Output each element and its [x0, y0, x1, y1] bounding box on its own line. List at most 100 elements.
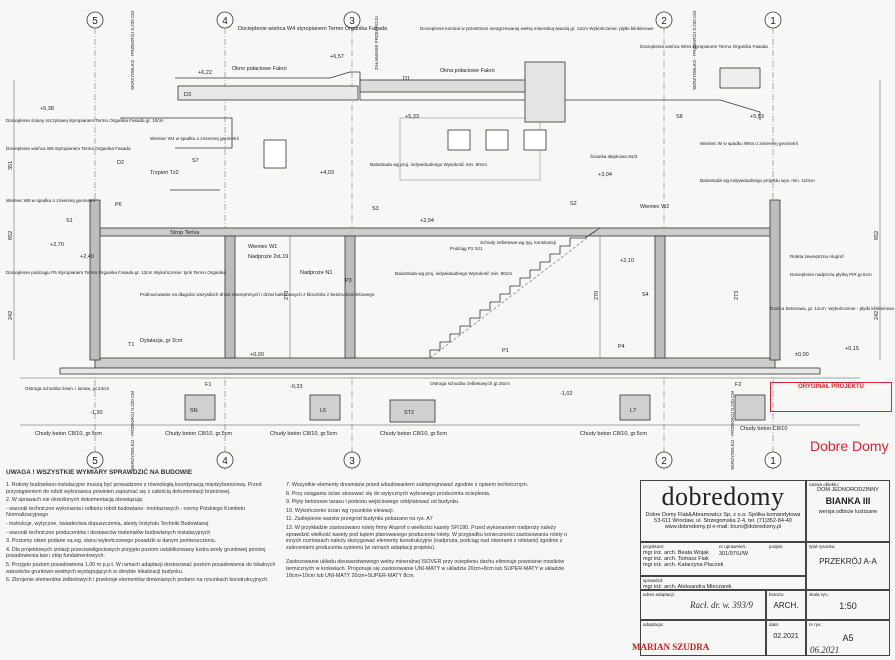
- level-marker: +4,03: [320, 170, 334, 176]
- level-marker: +0,15: [845, 346, 859, 352]
- level-marker: +2,94: [420, 218, 434, 224]
- handwritten-name: MARIAN SZUDRA: [632, 642, 710, 652]
- object-type: DOM JEDNORODZINNY: [817, 487, 879, 493]
- sheet-cell: nr rys.: A5: [806, 620, 890, 656]
- label-stairs-pole: Ścianka słupkowa Ss/3: [590, 152, 638, 159]
- object-variant: wersja odbicie lustrzane: [818, 509, 878, 515]
- label-skrzydelko-4: SKRZYDEŁKO - PRZEKRÓJ 0.220 CM: [729, 391, 735, 470]
- brand-cell: dobredomy Dobre Domy Flak&Abramowicz Sp.…: [640, 480, 806, 542]
- dimension: 351: [8, 161, 14, 170]
- element-tag: L7: [630, 408, 636, 414]
- level-marker: +6,57: [330, 54, 344, 60]
- adaptation-cell: adaptacja:: [640, 620, 766, 656]
- level-marker: +2,40: [80, 254, 94, 260]
- drawing-title-cell: tytuł rysunku: PRZEKRÓJ A-A: [806, 542, 890, 590]
- label-window-sill: Donica betonowa, gr. 12cm. Wykończenie -…: [770, 306, 894, 311]
- date-cell: data: 02.2021: [766, 620, 806, 656]
- dimension: 242: [874, 311, 880, 320]
- scale-cell: skala rys.: 1:50: [806, 590, 890, 620]
- handwritten-date: 06.2021: [810, 645, 840, 655]
- label-chimney: Docieplenie komina w przestrzeni nieogrz…: [420, 26, 654, 31]
- level-marker: +0,00: [250, 352, 264, 358]
- section-drawing: 5 4 3 2 1 5 4 3 2 1: [6, 10, 895, 470]
- copyright-stamp: Dobre Domy: [810, 438, 889, 454]
- label-chudy-1: Chudy beton C8/10, gr.5cm: [35, 431, 102, 437]
- label-chudy-5: Chudy beton C8/10, gr.5cm: [580, 431, 647, 437]
- axis-label: 4: [222, 456, 228, 467]
- element-tag: P1: [502, 348, 509, 354]
- sign-label: podpis:: [769, 544, 784, 549]
- axis-label: 2: [661, 16, 667, 27]
- element-tag: F1: [205, 382, 211, 388]
- level-marker: -1,30: [90, 410, 103, 416]
- element-tag: SN: [190, 408, 198, 414]
- handwritten-number: Racł. dr. w. 393/9: [690, 600, 753, 610]
- date-value: 02.2021: [773, 633, 799, 640]
- element-tag: T1: [128, 342, 134, 348]
- label-parapet: Docieplenie nadproża płytką PIR gr.6cm: [790, 272, 872, 277]
- note-item: 4. Dla projektowych izolacji przeciwwilg…: [6, 546, 266, 560]
- notes-heading: UWAGA ! WSZYSTKIE WYMIARY SPRAWDZIĆ NA B…: [6, 469, 193, 476]
- original-stamp: ORYGINAŁ PROJEKTU: [770, 382, 892, 412]
- note-item: - warunki techniczne wykonania i odbioru…: [6, 505, 246, 519]
- element-tag: S7: [192, 158, 199, 164]
- label-wn-roof: Wieniec W w spadku WN4 o zmiennej geomet…: [700, 141, 798, 146]
- dimension: 270: [594, 291, 600, 300]
- scale-value: 1:50: [839, 601, 857, 611]
- label-wall-wn4: Docieplenie wieńca WN4 styropianem Termo…: [640, 44, 768, 49]
- label-fakro-2: Okna połaciowe Fakro: [440, 68, 495, 74]
- element-tag: L6: [320, 408, 326, 414]
- adapt-label: adres adaptacji:: [643, 592, 675, 597]
- level-marker: +6,22: [198, 70, 212, 76]
- designer-1: mgr inż. arch. Beata Wojak: [643, 550, 709, 556]
- label-nadproze: Nadproże 2xL19: [248, 254, 288, 260]
- label-plinth-p5: Docieplenie podciągu P5 styropianem Term…: [6, 270, 226, 275]
- axis-label: 2: [661, 456, 667, 467]
- label-ostroga-2: Ostroga schodów żelbetowych gr.25cm: [430, 381, 510, 386]
- axis-label: 5: [92, 456, 98, 467]
- company-web: www.dobredomy.pl e-mail: biuro@dobredomy…: [664, 524, 782, 530]
- label-chudy-3: Chudy beton C8/10, gr.5cm: [270, 431, 337, 437]
- note-item: 9. Płyty betonowe tarasu i podestu wejśc…: [286, 499, 460, 506]
- label-balustrade-3: Balustrada wg proj. indywidualnego Wysok…: [395, 271, 512, 276]
- notes-column-1: 1. Roboty budowlano-instalacyjne muszą b…: [6, 482, 276, 586]
- note-item: 11. Zaślepienie warstw przegród budynku …: [286, 516, 433, 523]
- level-marker: +2,10: [620, 258, 634, 264]
- dimension: 242: [8, 311, 14, 320]
- note-item: 6. Zbrojenie elementów żelbetowych i prz…: [6, 577, 269, 584]
- element-tag: ST2: [404, 410, 414, 416]
- label-truss: Trzpień Tz2: [150, 170, 179, 176]
- sheet-label: nr rys.:: [809, 622, 823, 627]
- sheet-value: A5: [842, 633, 854, 643]
- label-stairs: Schody żelbetowe wg tyg. konstrukcji: [480, 240, 556, 245]
- label-zalamanie: ZAŁAMANIE PRZEKROJU: [374, 16, 379, 70]
- label-nadproze-n1: Nadproże N1: [300, 270, 332, 276]
- note-item: - instrukcje, wytyczne, świadectwa dopus…: [6, 520, 209, 527]
- element-tag: S4: [642, 292, 649, 298]
- label-w2: Wieniec W2: [640, 204, 669, 210]
- note-item: 10. Wykończenie ścian wg rysunków elewac…: [286, 507, 394, 514]
- element-tag: S2: [570, 201, 577, 207]
- note-item: Zastosowanie układu dwuwarstwowego wełny…: [286, 559, 565, 579]
- branch-value: ARCH.: [773, 601, 799, 610]
- note-item: 7. Wszystkie elementy drewniane przed wb…: [286, 482, 529, 488]
- label-balustrade-2: Balustrada wg indywidualnego projektu wy…: [700, 178, 815, 183]
- element-tag: D1: [403, 76, 410, 82]
- general-notes: UWAGA ! WSZYSTKIE WYMIARY SPRAWDZIĆ NA B…: [6, 469, 596, 583]
- label-chudy-2: Chudy beton C8/10, gr.5cm: [165, 431, 232, 437]
- element-tag: S8: [676, 114, 683, 120]
- label-chudy-6: Chudy beton C8/10: [740, 426, 787, 432]
- level-marker: +5,53: [750, 114, 764, 120]
- adapt-cell: adres adaptacji:: [640, 590, 766, 620]
- designer-label: projektant:: [643, 544, 665, 549]
- label-roleta: Roleta zewnętrzna Aluprof: [790, 254, 844, 259]
- label-w4-roof: Wieniec W4 w spadku o zmiennej geometrii: [150, 136, 239, 141]
- notes-column-2: 7. Wszystkie elementy drewniane przed wb…: [286, 482, 576, 581]
- level-marker: ±0,00: [795, 352, 809, 358]
- original-stamp-text: ORYGINAŁ PROJEKTU: [798, 384, 864, 390]
- branch-label: branża:: [769, 592, 785, 597]
- label-ostroga-1: Ostroga schodów zewn. i tarasu, gr.24cm: [25, 386, 109, 391]
- element-tag: P4: [618, 344, 625, 350]
- note-item: 1. Roboty budowlano-instalacyjne muszą b…: [6, 482, 262, 495]
- axis-label: 1: [770, 16, 776, 27]
